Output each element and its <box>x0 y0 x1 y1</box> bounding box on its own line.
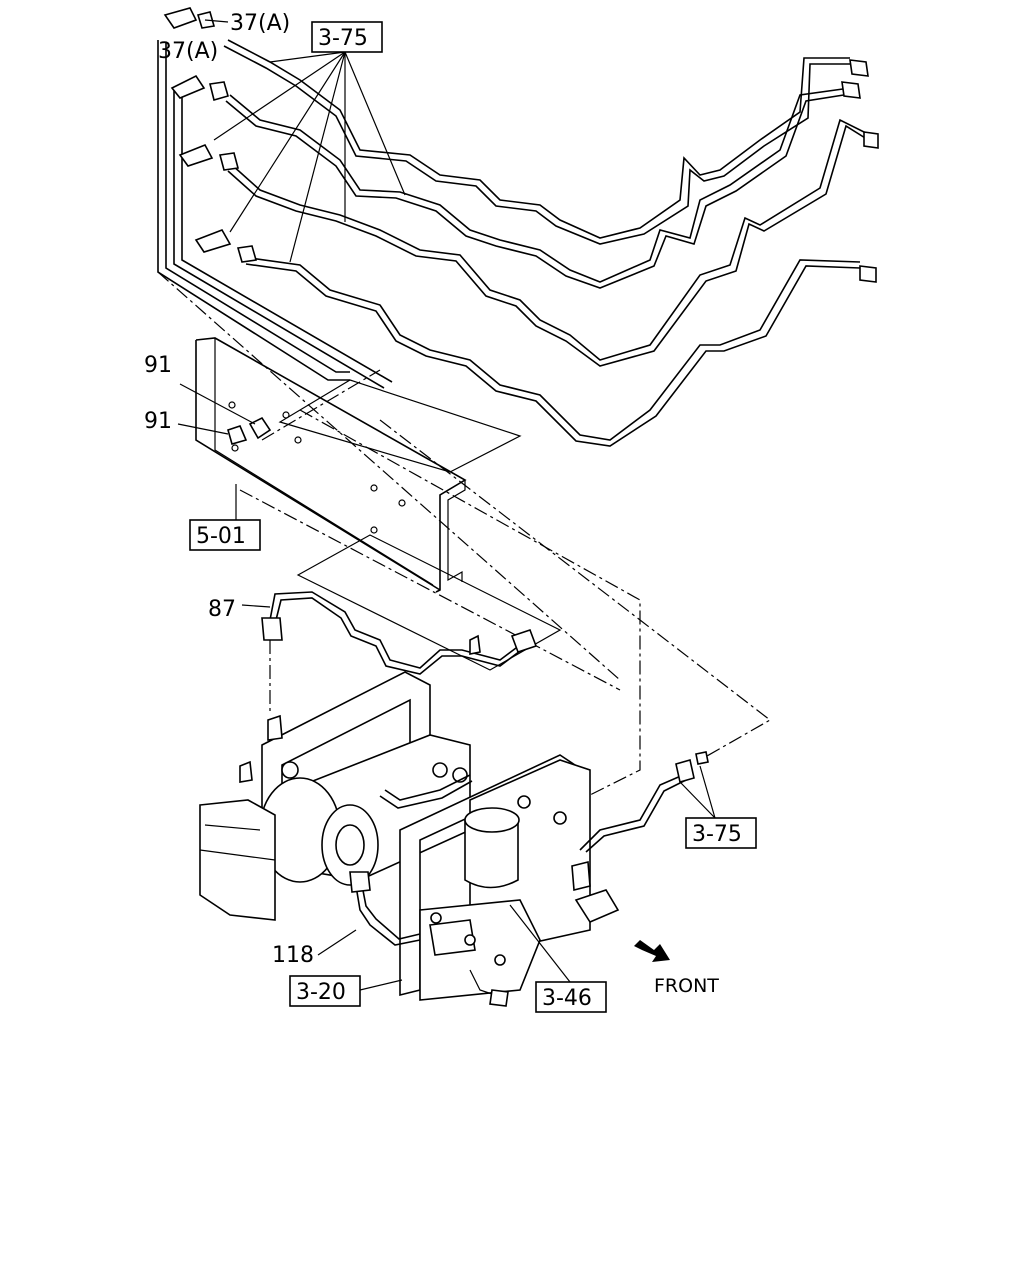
mounting-plates <box>278 379 562 671</box>
ref-box-3-46[interactable]: 3-46 <box>535 981 607 1013</box>
leader-91-upper <box>179 383 256 425</box>
tee-fitting-37a-second <box>170 74 229 101</box>
svg-text:5-01: 5-01 <box>196 524 246 549</box>
label-87: 87 <box>208 597 236 622</box>
clip-91-lower <box>227 425 248 445</box>
label-37a-top: 37(A) <box>230 11 290 36</box>
brake-pipe-group <box>157 39 871 447</box>
svg-text:37(A): 37(A) <box>230 11 290 36</box>
tee-fitting-fourth <box>194 229 258 263</box>
label-91-upper: 91 <box>144 353 172 378</box>
svg-text:118: 118 <box>272 943 314 968</box>
ref-box-3-20[interactable]: 3-20 <box>289 975 361 1007</box>
ref-box-3-75-right[interactable]: 3-75 <box>685 817 757 849</box>
frame-rail <box>195 337 467 593</box>
svg-text:91: 91 <box>144 409 172 434</box>
svg-text:3-75: 3-75 <box>318 26 368 51</box>
compressor-assembly <box>199 634 709 1007</box>
leader-3-20 <box>359 979 403 991</box>
svg-text:87: 87 <box>208 597 236 622</box>
clip-91-upper <box>248 416 272 440</box>
svg-text:3-46: 3-46 <box>542 986 592 1011</box>
svg-text:3-20: 3-20 <box>296 980 346 1005</box>
pipe-end-nuts-right <box>841 59 879 283</box>
center-lines <box>157 271 772 801</box>
leader-91-lower <box>177 423 229 435</box>
svg-text:91: 91 <box>144 353 172 378</box>
svg-text:37(A): 37(A) <box>158 39 218 64</box>
leader-118 <box>317 929 357 956</box>
label-91-lower: 91 <box>144 409 172 434</box>
svg-text:3-75: 3-75 <box>692 822 742 847</box>
ref-box-5-01[interactable]: 5-01 <box>189 519 261 551</box>
front-arrow-icon <box>634 940 670 962</box>
leader-87 <box>241 604 271 608</box>
tee-fitting-third <box>178 143 240 171</box>
tee-fitting-37a-top <box>163 7 216 29</box>
leader-3-75-right <box>679 765 716 819</box>
pipe-87 <box>261 591 538 675</box>
label-37a-second: 37(A) <box>158 39 218 64</box>
label-front: FRONT <box>654 975 719 997</box>
leader-lines-3-75-top <box>204 19 406 263</box>
leader-3-46 <box>509 904 571 983</box>
label-118: 118 <box>272 943 314 968</box>
svg-text:FRONT: FRONT <box>654 975 719 997</box>
ref-box-3-75-top[interactable]: 3-75 <box>311 21 383 53</box>
